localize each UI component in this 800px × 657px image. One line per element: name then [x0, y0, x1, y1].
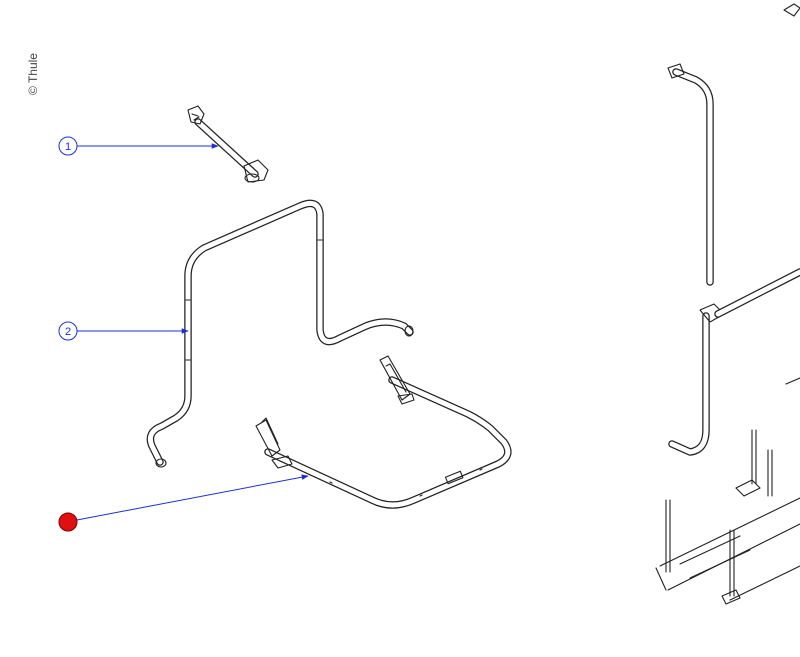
part-1-strut[interactable]	[187, 105, 269, 183]
callout-2[interactable]: 2	[58, 321, 78, 341]
callout-3-selected[interactable]	[58, 512, 78, 532]
callout-2-label: 2	[65, 326, 71, 338]
callout-1-label: 1	[65, 141, 71, 153]
callout-1[interactable]: 1	[58, 136, 78, 156]
assembly-partial-view	[655, 3, 800, 605]
part-2-tube-frame[interactable]	[146, 199, 414, 468]
leader-line-3	[76, 474, 309, 521]
part-3-base-frame[interactable]	[255, 355, 512, 509]
